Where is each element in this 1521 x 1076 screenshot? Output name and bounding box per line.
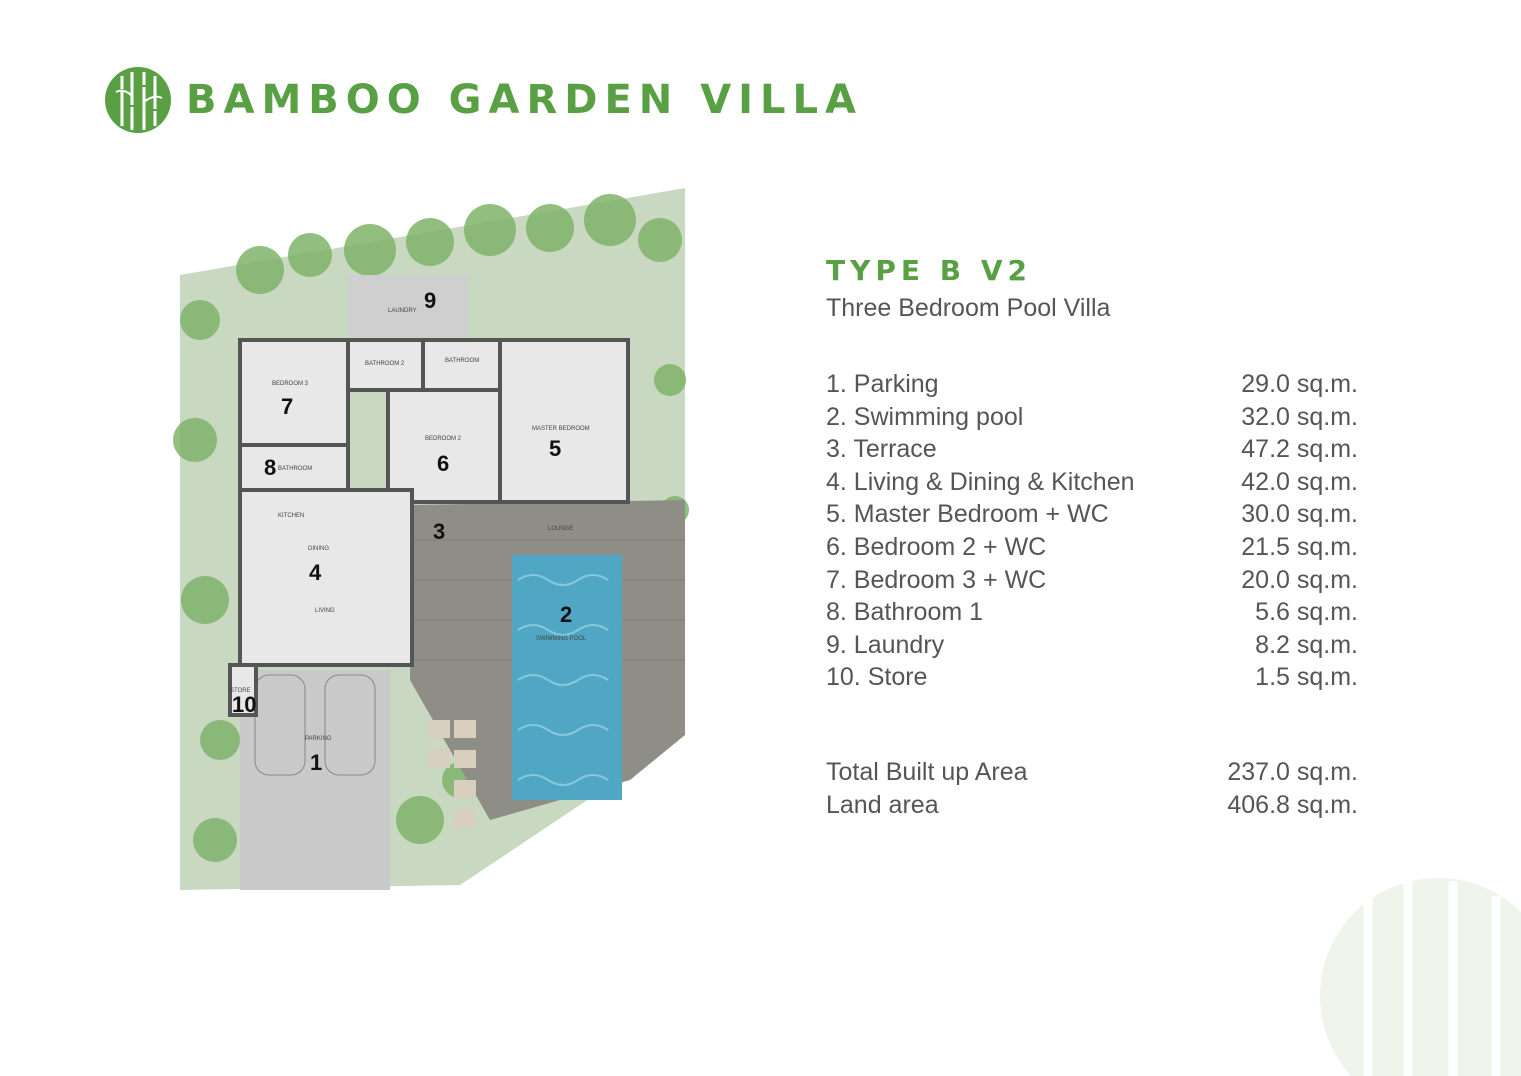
- room-row: 1. Parking 29.0 sq.m.: [826, 368, 1358, 401]
- room-label: 4. Living & Dining & Kitchen: [826, 467, 1135, 496]
- room-row: 6. Bedroom 2 + WC 21.5 sq.m.: [826, 531, 1358, 564]
- living-label: LIVING: [315, 608, 335, 614]
- total-row: Land area 406.8 sq.m.: [826, 789, 1358, 822]
- area-totals: Total Built up Area 237.0 sq.m. Land area…: [826, 756, 1358, 821]
- room-label: 2. Swimming pool: [826, 402, 1024, 431]
- room-label: 8. Bathroom 1: [826, 598, 984, 627]
- room-area: 1.5 sq.m.: [1255, 663, 1358, 692]
- plan-number-5: 5: [549, 436, 561, 461]
- lounge-label: LOUNGE: [548, 526, 573, 532]
- bamboo-watermark-icon: [1320, 878, 1521, 1076]
- store-label: STORE: [230, 688, 251, 694]
- total-area: 406.8 sq.m.: [1227, 790, 1358, 819]
- plan-number-8: 8: [264, 455, 276, 480]
- bedroom3-label: BEDROOM 3: [272, 381, 309, 387]
- room-area: 21.5 sq.m.: [1241, 532, 1358, 561]
- room-row: 5. Master Bedroom + WC 30.0 sq.m.: [826, 498, 1358, 531]
- room-row: 4. Living & Dining & Kitchen 42.0 sq.m.: [826, 466, 1358, 499]
- room-label: 5. Master Bedroom + WC: [826, 500, 1109, 529]
- bedroom2-label: BEDROOM 2: [425, 436, 462, 442]
- room-label: 9. Laundry: [826, 630, 945, 659]
- villa-type-subtitle: Three Bedroom Pool Villa: [826, 294, 1111, 322]
- room-row: 3. Terrace 47.2 sq.m.: [826, 433, 1358, 466]
- room-row: 8. Bathroom 1 5.6 sq.m.: [826, 596, 1358, 629]
- dining-label: DINING: [308, 546, 329, 552]
- room-area: 30.0 sq.m.: [1241, 500, 1358, 529]
- plan-number-9: 9: [424, 288, 436, 313]
- laundry-label: LAUNDRY: [388, 308, 417, 314]
- total-area: 237.0 sq.m.: [1227, 758, 1358, 786]
- plan-number-2: 2: [560, 602, 572, 627]
- room-row: 9. Laundry 8.2 sq.m.: [826, 629, 1358, 662]
- total-row: Total Built up Area 237.0 sq.m.: [826, 756, 1358, 789]
- floor-plan: LAUNDRY BEDROOM 3 BATHROOM 2 BATHROOM BE…: [173, 188, 689, 890]
- room-area: 8.2 sq.m.: [1255, 630, 1358, 659]
- plan-number-6: 6: [437, 451, 449, 476]
- room-label: 1. Parking: [826, 370, 939, 398]
- bathroom1-label: BATHROOM: [278, 466, 312, 472]
- brand-title: BAMBOO GARDEN VILLA: [186, 77, 863, 123]
- plan-number-7: 7: [281, 394, 293, 419]
- room-area: 42.0 sq.m.: [1241, 467, 1358, 496]
- total-label: Total Built up Area: [826, 758, 1028, 786]
- room-label: 10. Store: [826, 663, 928, 692]
- bamboo-logo-icon: [105, 67, 171, 133]
- room-area: 32.0 sq.m.: [1241, 402, 1358, 431]
- room-area: 5.6 sq.m.: [1255, 598, 1358, 627]
- room-area: 29.0 sq.m.: [1241, 370, 1358, 398]
- room-label: 7. Bedroom 3 + WC: [826, 565, 1047, 594]
- pool-label: SWIMMING POOL: [536, 636, 587, 642]
- kitchen-label: KITCHEN: [278, 513, 304, 519]
- plan-number-4: 4: [309, 560, 322, 585]
- parking-label: PARKING: [305, 736, 332, 742]
- plan-number-1: 1: [310, 750, 322, 775]
- plan-number-3: 3: [433, 519, 445, 544]
- room-area: 47.2 sq.m.: [1241, 435, 1358, 464]
- room-area-list: 1. Parking 29.0 sq.m. 2. Swimming pool 32.…: [826, 368, 1358, 694]
- bathroom3-label: BATHROOM: [445, 358, 479, 364]
- villa-type-title: TYPE B V2: [826, 254, 1033, 287]
- plan-number-10: 10: [232, 692, 256, 717]
- master-bedroom-label: MASTER BEDROOM: [532, 426, 590, 432]
- room-label: 3. Terrace: [826, 435, 937, 464]
- total-label: Land area: [826, 790, 939, 819]
- room-row: 7. Bedroom 3 + WC 20.0 sq.m.: [826, 564, 1358, 597]
- room-row: 10. Store 1.5 sq.m.: [826, 661, 1358, 694]
- bathroom2-label: BATHROOM 2: [365, 361, 405, 367]
- room-area: 20.0 sq.m.: [1241, 565, 1358, 594]
- room-label: 6. Bedroom 2 + WC: [826, 532, 1047, 561]
- room-row: 2. Swimming pool 32.0 sq.m.: [826, 401, 1358, 434]
